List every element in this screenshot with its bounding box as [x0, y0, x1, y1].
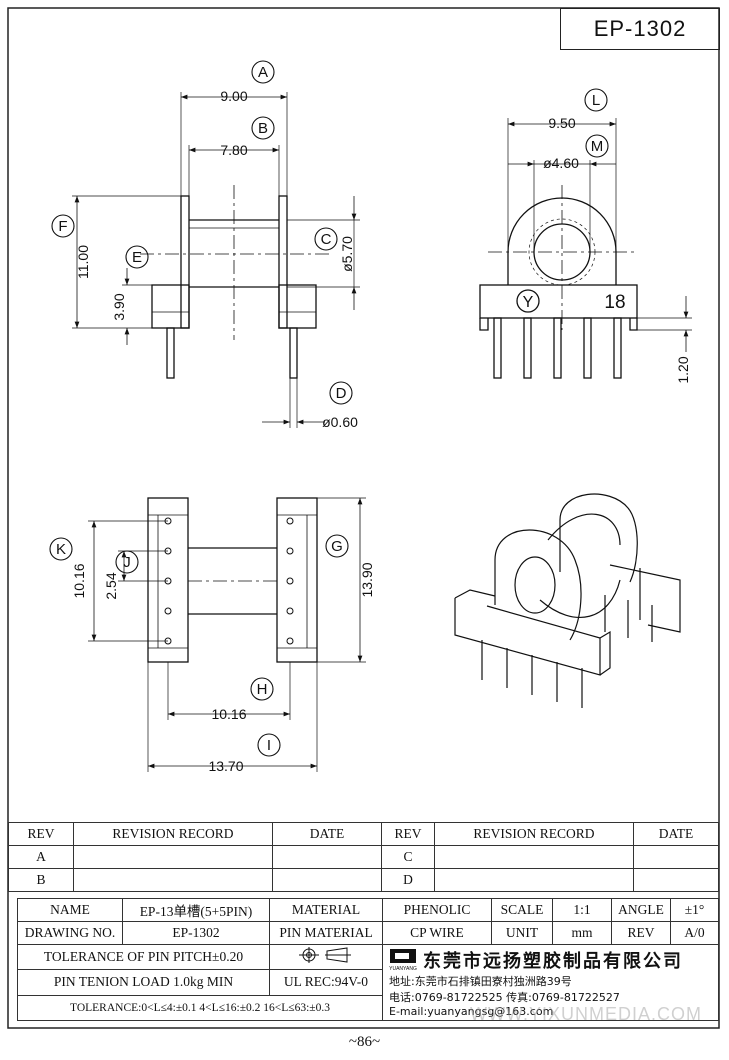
pin-material-label: PIN MATERIAL: [269, 921, 383, 945]
dim-value-c: ø5.70: [339, 236, 355, 272]
dim-value-f: 11.00: [75, 245, 91, 279]
dim-letter-k: K: [56, 541, 66, 558]
dim-value-m: ø4.60: [543, 155, 579, 171]
dim-letter-h: H: [257, 681, 268, 698]
side-logo-mark: Y: [523, 294, 534, 311]
dim-letter-l: L: [592, 92, 600, 109]
dim-value-i: 13.70: [208, 758, 243, 774]
revision-record-header-2: REVISION RECORD: [434, 822, 634, 846]
name-label: NAME: [17, 898, 123, 922]
record-cell: [434, 868, 634, 892]
rev-cell: B: [8, 868, 74, 892]
unit-label: UNIT: [491, 921, 553, 945]
dim-letter-i: I: [267, 737, 271, 754]
bottom-view: [88, 497, 366, 772]
projection-icon: [299, 947, 351, 964]
record-cell: [434, 845, 634, 869]
dim-value-g: 13.90: [359, 562, 375, 597]
date-cell: [272, 868, 382, 892]
dim-letter-e: E: [132, 249, 142, 266]
page-number: ~86~: [348, 1034, 381, 1050]
company-email: E-mail:yuanyangsg@163.com: [389, 1005, 554, 1018]
company-address: 地址:东莞市石排镇田寮村独洲路39号: [389, 975, 572, 988]
company-block: YUANYANG 东莞市远扬塑胶制品有限公司 地址:东莞市石排镇田寮村独洲路39…: [382, 944, 719, 1021]
dim-letter-a: A: [258, 64, 268, 81]
rev-cell: A: [8, 845, 74, 869]
revision-row: A C: [8, 845, 719, 869]
dim-value-b: 7.80: [220, 142, 247, 158]
svg-text:YUANYANG: YUANYANG: [389, 966, 417, 972]
revision-record-header: REVISION RECORD: [73, 822, 273, 846]
scale-value: 1:1: [552, 898, 612, 922]
angle-label: ANGLE: [611, 898, 671, 922]
drawing-no-value: EP-1302: [122, 921, 270, 945]
projection-symbol: [269, 943, 383, 971]
unit-value: mm: [552, 921, 612, 945]
dim-value-a: 9.00: [220, 88, 247, 104]
record-cell: [73, 845, 273, 869]
dim-value-h: 10.16: [211, 706, 246, 722]
scale-label: SCALE: [491, 898, 553, 922]
tolerance-general: TOLERANCE:0<L≤4:±0.1 4<L≤16:±0.2 16<L≤63…: [17, 994, 383, 1022]
company-logo-icon: YUANYANG: [389, 949, 417, 972]
rev-cell: D: [381, 868, 435, 892]
isometric-view: [454, 493, 681, 708]
pin-tension: PIN TENION LOAD 1.0kg MIN: [17, 969, 270, 996]
rev-label: REV: [611, 921, 671, 945]
front-view: [72, 92, 360, 428]
angle-value: ±1°: [670, 898, 719, 922]
rev-header: REV: [8, 822, 74, 846]
tolerance-pitch: TOLERANCE OF PIN PITCH±0.20: [17, 943, 270, 971]
drawing-no-label: DRAWING NO.: [17, 921, 123, 945]
dim-value-d: ø0.60: [322, 414, 358, 430]
dim-letter-m: M: [591, 138, 604, 155]
material-value: PHENOLIC: [382, 898, 492, 922]
drawing-id-box: EP-1302: [560, 8, 720, 50]
side-view: [479, 118, 692, 379]
dim-value-j: 2.54: [103, 572, 119, 599]
date-cell: [633, 845, 719, 869]
dim-value-e: 3.90: [111, 293, 127, 320]
dim-letter-g: G: [331, 538, 343, 555]
dim-letter-b: B: [258, 120, 268, 137]
material-label: MATERIAL: [269, 898, 383, 922]
dim-letter-f: F: [58, 218, 67, 235]
watermark: WWW.YIXUNMEDIA.COM: [470, 1004, 702, 1024]
date-header-2: DATE: [633, 822, 719, 846]
dim-value-k: 10.16: [71, 563, 87, 598]
dim-letter-c: C: [321, 231, 332, 248]
ul-rating: UL REC:94V-0: [269, 969, 383, 996]
dim-letter-d: D: [336, 385, 347, 402]
rev-value: A/0: [670, 921, 719, 945]
revision-header-row: REV REVISION RECORD DATE REV REVISION RE…: [8, 822, 719, 846]
dim-value-l: 9.50: [548, 115, 575, 131]
dim-value-pin-extra: 1.20: [675, 356, 691, 383]
side-pin-number: 18: [604, 292, 625, 313]
company-phone: 电话:0769-81722525 传真:0769-81722527: [389, 991, 620, 1004]
date-cell: [272, 845, 382, 869]
record-cell: [73, 868, 273, 892]
rev-header-2: REV: [381, 822, 435, 846]
dim-letter-j: J: [123, 554, 131, 571]
pin-material-value: CP WIRE: [382, 921, 492, 945]
company-name: 东莞市远扬塑胶制品有限公司: [423, 951, 683, 972]
revision-row: B D: [8, 868, 719, 892]
revision-table: REV REVISION RECORD DATE REV REVISION RE…: [8, 822, 719, 892]
date-header: DATE: [272, 822, 382, 846]
date-cell: [633, 868, 719, 892]
spec-table: NAME EP-13单槽(5+5PIN) MATERIAL PHENOLIC S…: [17, 898, 719, 1022]
rev-cell: C: [381, 845, 435, 869]
name-value: EP-13单槽(5+5PIN): [122, 898, 270, 922]
drawing-id: EP-1302: [593, 16, 687, 41]
